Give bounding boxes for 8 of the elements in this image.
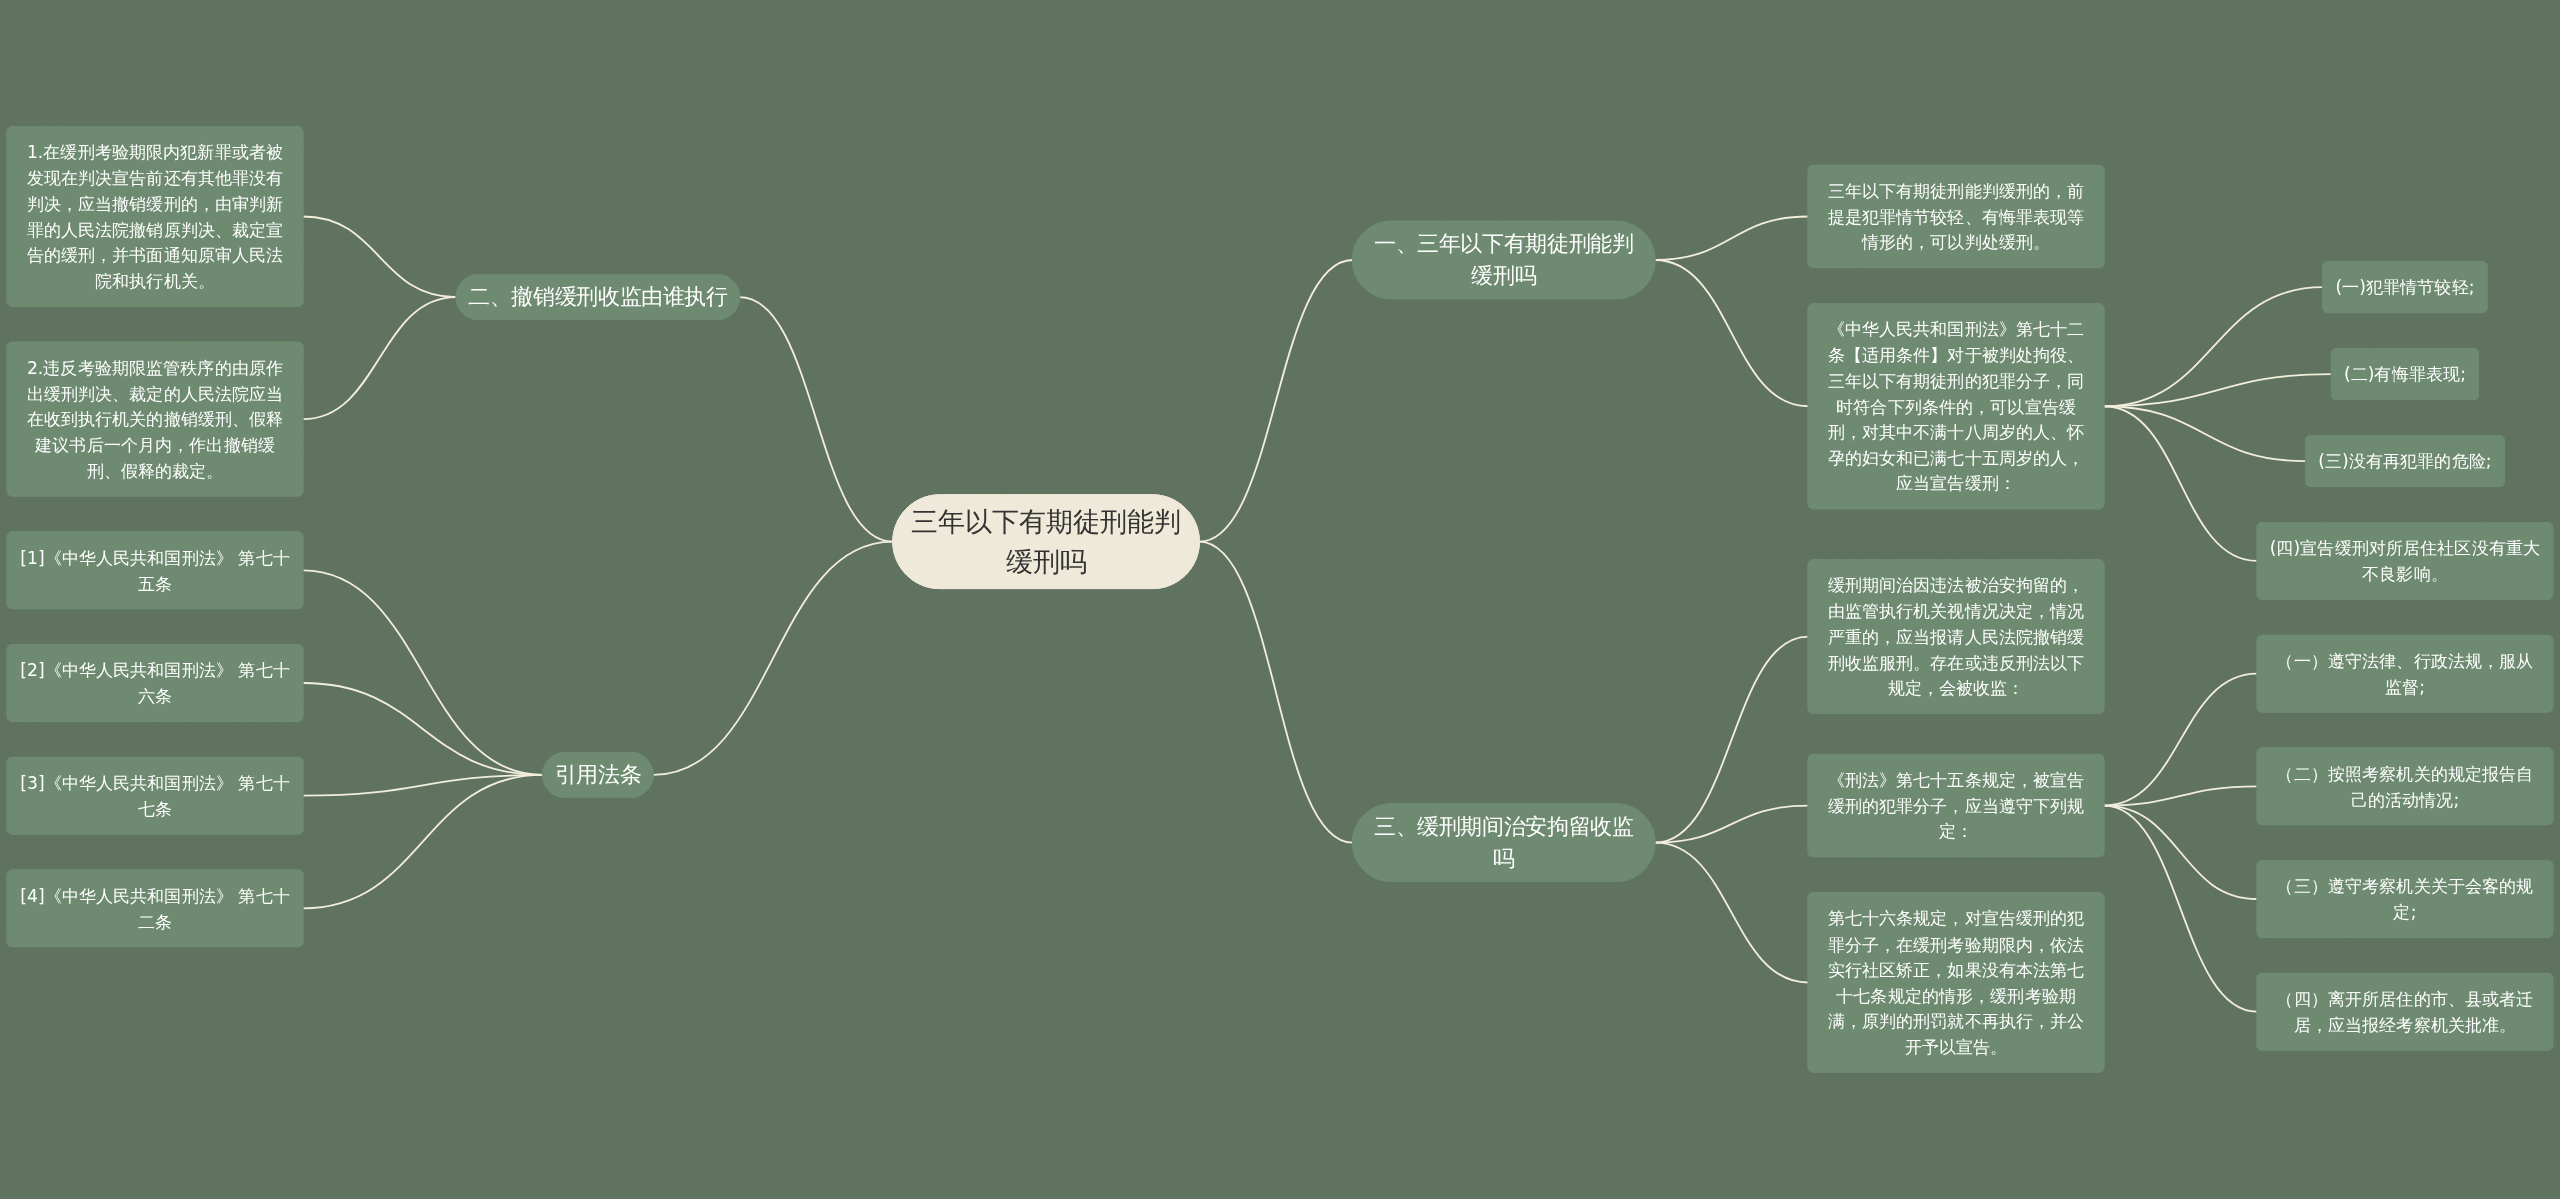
connector <box>302 774 544 910</box>
connector <box>302 296 458 420</box>
connector <box>2102 804 2258 1013</box>
connector <box>1198 540 1354 844</box>
connector <box>1654 259 1810 408</box>
connector <box>2102 405 2258 562</box>
connector <box>1654 841 1810 984</box>
connector <box>652 540 894 776</box>
